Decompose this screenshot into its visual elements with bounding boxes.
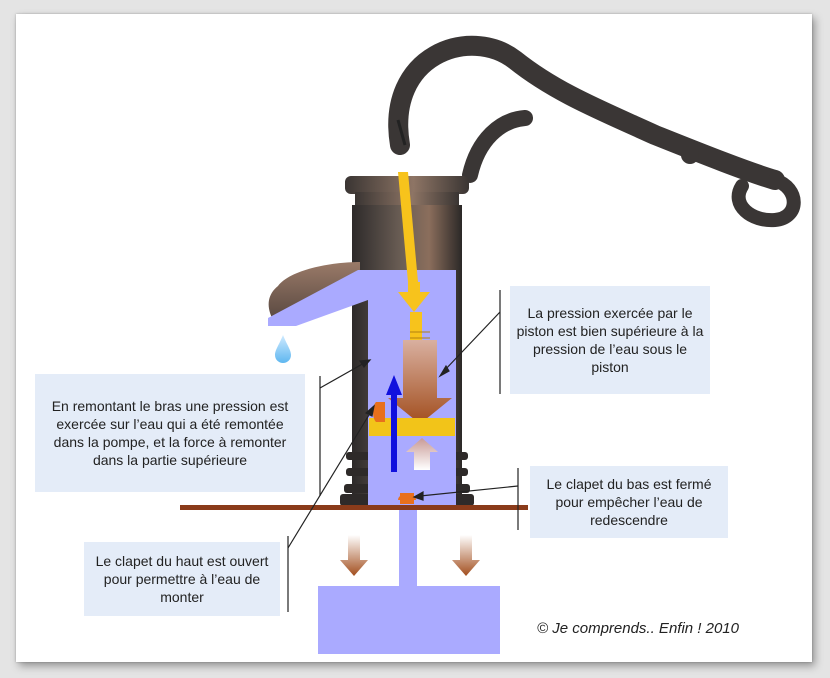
piston-pressure-arrow (388, 340, 452, 424)
ground-line (180, 505, 528, 510)
copyright-text: © Je comprends.. Enfin ! 2010 (537, 620, 739, 637)
pump-handle (388, 35, 801, 228)
water-drop (275, 335, 291, 363)
suction-pipe (399, 510, 417, 588)
top-valve (373, 402, 385, 422)
callout-bottom-valve: Le clapet du bas est fermé pour empêcher… (530, 466, 728, 538)
piston-rod (398, 172, 418, 282)
spout-water-channel (268, 270, 368, 326)
water-up-arrow (386, 375, 402, 472)
pump-spout (268, 262, 360, 318)
callout-piston-pressure: La pression exercée par le piston est bi… (510, 286, 710, 394)
callout-arm-raise: En remontant le bras une pression est ex… (35, 374, 305, 492)
ground-pressure-arrow-right (452, 535, 480, 576)
rod-arrowhead (398, 292, 430, 312)
ground-pressure-arrow-left (340, 535, 368, 576)
piston (369, 418, 455, 436)
pivot-pin (396, 119, 407, 146)
callout-top-valve: Le clapet du haut est ouvert pour permet… (84, 542, 280, 616)
pointer-lines (287, 311, 519, 549)
flow-up-arrow (406, 438, 438, 470)
water-reservoir (318, 586, 500, 654)
